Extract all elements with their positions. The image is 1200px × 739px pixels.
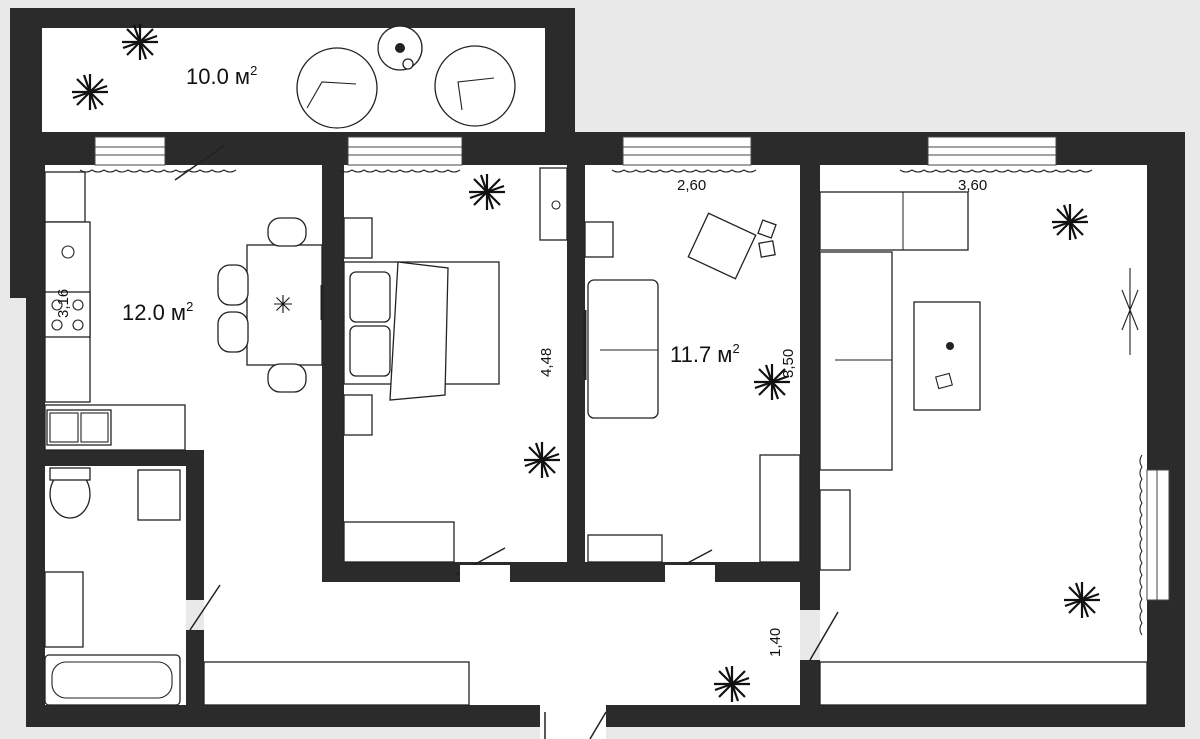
- living-width-dim: 3,60: [958, 177, 987, 194]
- potted-plant-icon: [469, 174, 505, 210]
- potted-plant-icon: [714, 666, 750, 702]
- doors: [174, 144, 839, 739]
- hall-width-dim: 1,40: [767, 628, 784, 657]
- room-labels: 10.0 м2 12.0 м2 11.7 м2: [122, 63, 740, 367]
- potted-plant-icon: [274, 295, 292, 313]
- stove-icon: [44, 291, 91, 338]
- room-middle-length-dim: 3,50: [780, 349, 797, 378]
- armchair-icon: [296, 47, 378, 129]
- potted-plant-icon: [1064, 582, 1100, 618]
- room-middle-width-dim: 2,60: [677, 177, 706, 194]
- balcony-furniture: [296, 25, 516, 129]
- bedroom-furniture: [343, 167, 568, 563]
- potted-plant-icon: [72, 74, 108, 110]
- potted-plant-icon: [1052, 204, 1088, 240]
- coffee-table: [377, 25, 423, 71]
- room-middle-area-label: 11.7 м2: [670, 341, 740, 367]
- armchair-icon: [687, 212, 757, 280]
- hall-furniture: [203, 661, 1148, 706]
- sink-icon: [46, 409, 112, 446]
- potted-plant-icon: [122, 24, 158, 60]
- middle-room-furniture: [583, 212, 801, 563]
- potted-plant-icon: [754, 364, 790, 400]
- windows: [79, 136, 1170, 636]
- bedroom-length-dim: 4,48: [538, 348, 555, 377]
- kitchen-furniture: [44, 171, 324, 451]
- floors: [42, 28, 1147, 705]
- potted-plant-icon: [524, 442, 560, 478]
- toilet-icon: [49, 467, 91, 519]
- balcony-area-label: 10.0 м2: [186, 63, 257, 89]
- armchair-icon: [434, 45, 516, 127]
- kitchen-area-label: 12.0 м2: [122, 299, 193, 325]
- bathroom-furniture: [44, 467, 181, 706]
- living-room-furniture: [819, 191, 1139, 571]
- dimension-labels: 3,16 4,48 2,60 3,50 3,60 1,40: [55, 177, 987, 657]
- kitchen-width-dim: 3,16: [55, 289, 72, 318]
- bathtub-icon: [44, 654, 181, 706]
